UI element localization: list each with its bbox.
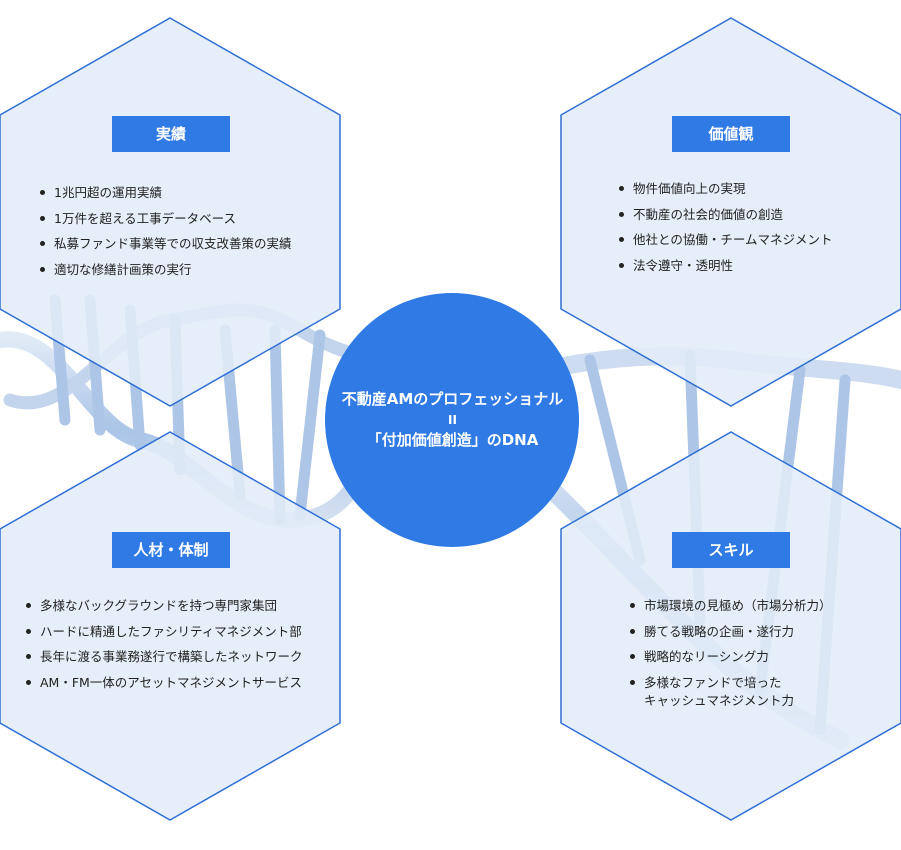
list-item: 1兆円超の運用実績 <box>40 180 292 206</box>
achievements-heading: 実績 <box>112 116 230 152</box>
center-subtitle: 「付加価値創造」のDNA <box>367 429 539 452</box>
center-title: 不動産AMのプロフェッショナル <box>342 388 564 411</box>
values-heading: 価値観 <box>672 116 790 152</box>
list-item: 多様なファンドで培った キャッシュマネジメント力 <box>630 670 832 710</box>
list-item: 1万件を超える工事データベース <box>40 206 292 232</box>
skills-list: 市場環境の見極め（市場分析力） 勝てる戦略の企画・遂行力 戦略的なリーシング力 … <box>630 593 832 710</box>
list-item: 適切な修繕計画策の実行 <box>40 257 292 283</box>
list-item: AM・FM一体のアセットマネジメントサービス <box>26 670 303 696</box>
list-item: 法令遵守・透明性 <box>619 253 833 279</box>
center-equals-sign: II <box>448 411 457 429</box>
list-item: 多様なバックグラウンドを持つ専門家集団 <box>26 593 303 619</box>
center-label: 不動産AMのプロフェッショナル II 「付加価値創造」のDNA <box>325 305 580 535</box>
list-item: ハードに精通したファシリティマネジメント部 <box>26 619 303 645</box>
list-item: 物件価値向上の実現 <box>619 176 833 202</box>
list-item: 不動産の社会的価値の創造 <box>619 202 833 228</box>
skills-heading: スキル <box>672 532 790 568</box>
list-item: 長年に渡る事業務遂行で構築したネットワーク <box>26 644 303 670</box>
achievements-list: 1兆円超の運用実績 1万件を超える工事データベース 私募ファンド事業等での収支改… <box>40 180 292 282</box>
list-item: 私募ファンド事業等での収支改善策の実績 <box>40 231 292 257</box>
list-item: 勝てる戦略の企画・遂行力 <box>630 619 832 645</box>
list-item-line: 多様なファンドで培った <box>644 674 832 692</box>
people-heading: 人材・体制 <box>112 532 230 568</box>
people-list: 多様なバックグラウンドを持つ専門家集団 ハードに精通したファシリティマネジメント… <box>26 593 303 695</box>
values-list: 物件価値向上の実現 不動産の社会的価値の創造 他社との協働・チームマネジメント … <box>619 176 833 278</box>
list-item-line: キャッシュマネジメント力 <box>644 692 832 710</box>
list-item: 市場環境の見極め（市場分析力） <box>630 593 832 619</box>
list-item: 戦略的なリーシング力 <box>630 644 832 670</box>
list-item: 他社との協働・チームマネジメント <box>619 227 833 253</box>
